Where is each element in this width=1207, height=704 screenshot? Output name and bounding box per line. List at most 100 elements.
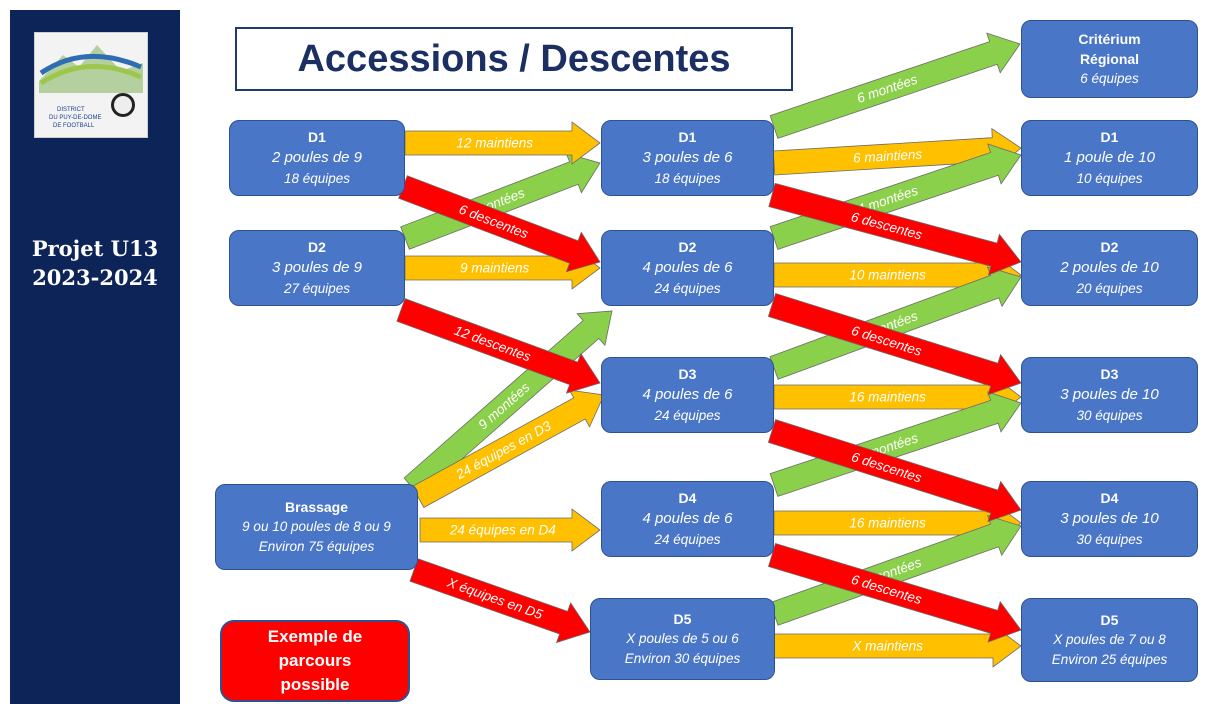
arrow-shape xyxy=(768,543,1022,643)
node-line: X poules de 5 ou 6 xyxy=(626,631,739,646)
arrow-shape xyxy=(404,121,601,165)
node-title: D2 xyxy=(308,239,326,255)
arrow-shape xyxy=(396,298,601,394)
node-line: 24 équipes xyxy=(654,281,721,296)
example-path-legend: Exemple de parcours possible xyxy=(220,620,410,702)
node-line: 3 poules de 10 xyxy=(1060,386,1159,403)
node-line: 2 poules de 10 xyxy=(1060,259,1159,276)
node-right-d5: D5 X poules de 7 ou 8 Environ 25 équipes xyxy=(1021,598,1198,682)
arrow-label: 12 maintiens xyxy=(456,136,533,151)
node-title: D5 xyxy=(1100,612,1119,628)
node-title: D3 xyxy=(678,366,697,382)
arrow-label: 9 montées xyxy=(475,379,532,432)
arrow-shape xyxy=(411,389,605,509)
arrow-b-d5: X équipes en D5 xyxy=(409,558,591,644)
node-title: D1 xyxy=(678,129,697,145)
node-title: D4 xyxy=(678,490,697,506)
node-line: Environ 30 équipes xyxy=(624,651,741,666)
arrow-label: 6 maintiens xyxy=(853,147,923,166)
example-line: Exemple de xyxy=(267,627,363,646)
node-title: D5 xyxy=(673,611,692,627)
district-logo: DISTRICT DU PUY-DE-DOME DE FOOTBALL xyxy=(34,32,148,138)
node-line: Environ 25 équipes xyxy=(1051,652,1168,667)
node-right-d4: D4 3 poules de 10 30 équipes xyxy=(1021,481,1198,557)
node-line: 4 poules de 6 xyxy=(642,510,733,527)
node-title: Critérium xyxy=(1078,31,1141,47)
node-right-d1: D1 1 poule de 10 10 équipes xyxy=(1021,120,1198,196)
project-name: Projet U13 xyxy=(31,236,159,261)
node-middle-d2: D2 4 poules de 6 24 équipes xyxy=(601,230,774,306)
node-line: 4 poules de 6 xyxy=(642,386,733,403)
node-criterium-regional: Critérium Régional 6 équipes xyxy=(1021,20,1198,98)
arrow-shape xyxy=(398,175,601,273)
arrow-shape xyxy=(400,152,601,250)
node-title: Régional xyxy=(1079,51,1140,67)
node-title: D2 xyxy=(1100,239,1119,255)
node-left-d1: D1 2 poules de 9 18 équipes xyxy=(229,120,405,196)
node-line: 4 poules de 6 xyxy=(642,259,733,276)
arrow-l-d2-maintiens: 9 maintiens xyxy=(404,246,601,290)
arrow-m-d5-maintiens: X maintiens xyxy=(773,624,1022,668)
arrow-m-d1-montees: 6 montées xyxy=(769,32,1021,139)
node-line: 18 équipes xyxy=(283,171,351,186)
arrow-shape xyxy=(769,514,1022,626)
arrow-shape xyxy=(769,32,1021,139)
node-right-d3: D3 3 poules de 10 30 équipes xyxy=(1021,357,1198,433)
arrow-label: 24 équipes en D4 xyxy=(449,523,556,538)
node-line: Environ 75 équipes xyxy=(258,539,375,554)
node-line: 24 équipes xyxy=(654,532,721,547)
node-middle-d5: D5 X poules de 5 ou 6 Environ 30 équipes xyxy=(590,598,775,680)
arrow-l-d1-maintiens: 12 maintiens xyxy=(404,121,601,165)
node-line: 3 poules de 10 xyxy=(1060,510,1159,527)
project-label: Projet U13 2023-2024 xyxy=(10,234,180,292)
node-line: 24 équipes xyxy=(654,408,721,423)
node-middle-d4: D4 4 poules de 6 24 équipes xyxy=(601,481,774,557)
arrow-b-d4: 24 équipes en D4 xyxy=(419,508,601,552)
node-title: D2 xyxy=(678,239,697,255)
arrow-shape xyxy=(769,391,1022,497)
arrow-label: 16 maintiens xyxy=(849,390,926,405)
node-line: X poules de 7 ou 8 xyxy=(1053,632,1166,647)
node-title: D4 xyxy=(1100,490,1119,506)
arrow-shape xyxy=(768,182,1022,276)
node-line: 27 équipes xyxy=(283,281,351,296)
node-line: 2 poules de 9 xyxy=(271,149,363,166)
node-line: 30 équipes xyxy=(1076,532,1143,547)
example-line: possible xyxy=(280,675,350,694)
arrow-m-d1-descentes: 6 descentes xyxy=(768,182,1022,276)
arrow-shape xyxy=(419,508,601,552)
node-title: D1 xyxy=(308,129,326,145)
node-right-d2: D2 2 poules de 10 20 équipes xyxy=(1021,230,1198,306)
node-middle-d3: D3 4 poules de 6 24 équipes xyxy=(601,357,774,433)
node-line: 3 poules de 6 xyxy=(642,149,733,166)
project-season: 2023-2024 xyxy=(32,265,158,290)
node-line: 20 équipes xyxy=(1076,281,1143,296)
node-line: 6 équipes xyxy=(1080,71,1139,86)
node-left-d2: D2 3 poules de 9 27 équipes xyxy=(229,230,405,306)
logo-text-3: DE FOOTBALL xyxy=(53,123,95,129)
logo-text-1: DISTRICT xyxy=(57,107,85,113)
node-line: 18 équipes xyxy=(654,171,721,186)
node-line: 10 équipes xyxy=(1076,171,1143,186)
arrow-shape xyxy=(767,292,1022,396)
arrow-shape xyxy=(409,558,591,644)
page-title: Accessions / Descentes xyxy=(235,27,793,91)
node-line: 9 ou 10 poules de 8 ou 9 xyxy=(242,519,391,534)
arrow-label: 16 maintiens xyxy=(849,516,926,531)
arrow-label: X maintiens xyxy=(851,639,923,654)
node-title: Brassage xyxy=(284,499,349,515)
arrow-shape xyxy=(769,266,1022,380)
node-title: D3 xyxy=(1100,366,1119,382)
node-middle-d1: D1 3 poules de 6 18 équipes xyxy=(601,120,774,196)
example-line: parcours xyxy=(278,651,352,670)
arrow-label: 10 maintiens xyxy=(849,268,926,283)
arrow-shape xyxy=(767,419,1022,523)
node-title: D1 xyxy=(1100,129,1119,145)
node-brassage: Brassage 9 ou 10 poules de 8 ou 9 Enviro… xyxy=(215,484,418,570)
node-line: 30 équipes xyxy=(1076,408,1143,423)
node-line: 3 poules de 9 xyxy=(271,259,363,276)
logo-text-2: DU PUY-DE-DOME xyxy=(49,115,101,121)
node-line: 1 poule de 10 xyxy=(1064,149,1155,166)
arrow-label: 9 maintiens xyxy=(460,261,529,276)
